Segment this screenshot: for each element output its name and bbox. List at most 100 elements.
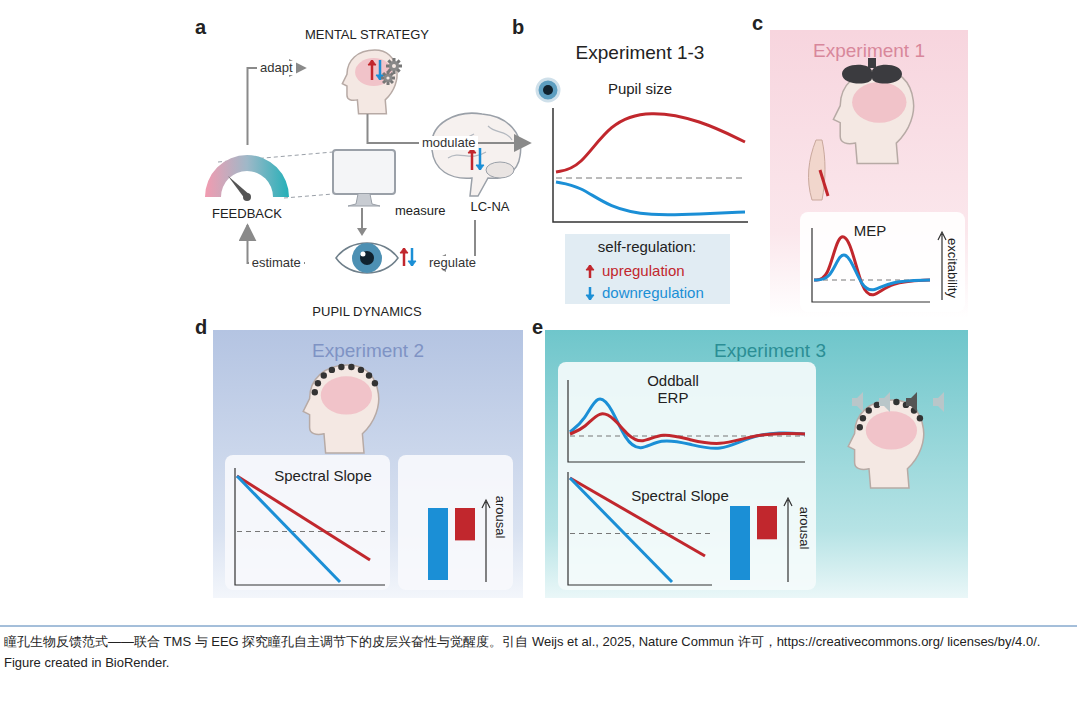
mep-curve: [814, 237, 930, 295]
head-icon: [303, 365, 379, 453]
node-text: FEEDBACK: [212, 207, 282, 222]
drawing-part: [389, 61, 399, 71]
eye-icon: [543, 85, 553, 95]
drawing-part: [392, 64, 396, 68]
node-box: Experiment 1 MEPexcitability: [770, 30, 968, 318]
node-box: Spectral Slope arousal: [225, 455, 513, 590]
drawing-part: [848, 400, 924, 488]
edge-label: modulate: [419, 136, 478, 151]
inset-box: [225, 455, 390, 590]
legend-text: downregulation: [602, 284, 704, 301]
gear-symbol: [381, 71, 395, 85]
drawing-part: [432, 113, 521, 196]
edge-label: estimate: [249, 256, 304, 271]
plot-axis: [482, 500, 490, 582]
eeg-electrode: [329, 367, 335, 373]
speaker-icon: [933, 392, 944, 412]
arrow-symbol: [408, 261, 416, 266]
label-text: measure: [395, 204, 446, 219]
node-box: Oddball ERPSpectral Slopearousal: [558, 362, 816, 590]
mep-curve: [814, 255, 930, 290]
panel-letter: c: [752, 12, 763, 35]
eeg-electrode: [372, 380, 378, 386]
gauge-icon: [205, 155, 289, 197]
pupil-curve: [556, 114, 745, 172]
bar: [455, 508, 475, 540]
bar: [428, 508, 448, 580]
eye-icon: [361, 252, 366, 257]
drawing-part: [355, 58, 392, 86]
hand-icon: [809, 140, 825, 200]
eeg-electrode: [917, 415, 923, 421]
bar: [730, 506, 750, 580]
eye-icon: [360, 251, 374, 265]
plot-axis: [235, 468, 385, 585]
node-box: Experiment 3Oddball ERPSpectral Slopearo…: [545, 330, 968, 598]
panel-ground: [545, 330, 968, 598]
head-icon: [342, 50, 397, 114]
eeg-electrode: [866, 407, 872, 413]
legend-text: upregulation: [602, 262, 685, 279]
arrow-symbol: [586, 265, 594, 270]
inset-box: [558, 362, 816, 590]
label-text: Experiment 1-3: [576, 42, 705, 64]
caption-rule: [0, 626, 1077, 627]
drawing-part: [386, 76, 389, 79]
panel-ground: [770, 30, 968, 318]
panel-letter: b: [512, 16, 524, 39]
node-box: FEEDBACK: [195, 145, 300, 225]
head-icon: [833, 70, 913, 164]
bar: [757, 506, 777, 539]
eye-icon: [352, 243, 382, 273]
brain-icon: [432, 113, 521, 196]
erp-curve: [570, 399, 805, 448]
measure-arrow: [357, 228, 367, 236]
erp-curve: [570, 414, 805, 444]
drawing-part: [833, 70, 913, 164]
caption: 瞳孔生物反馈范式——联合 TMS 与 EEG 探究瞳孔自主调节下的皮层兴奋性与觉…: [4, 632, 1069, 674]
node-text: PUPIL DYNAMICS: [312, 305, 421, 320]
panel-letter: e: [532, 316, 543, 339]
panel-letter: a: [195, 16, 206, 39]
node-text: Experiment 1: [813, 40, 925, 62]
edge-label: regulate: [426, 256, 479, 271]
muscle: [820, 170, 828, 196]
eeg-electrode: [312, 389, 318, 395]
panel-ground: [213, 330, 523, 598]
node-text: LC-NA: [470, 200, 509, 215]
node-box: MEPexcitability: [800, 212, 965, 312]
speaker-icon: [879, 392, 890, 412]
plot-axis: [784, 498, 792, 582]
eeg-electrode: [321, 372, 327, 378]
drawing-part: [384, 74, 392, 82]
label-text: self-regulation:: [598, 238, 696, 255]
panel-letter: d: [195, 316, 207, 339]
eeg-electrode: [893, 399, 899, 405]
speaker-icon: [906, 392, 917, 412]
node-text: MENTAL STRATEGY: [305, 28, 429, 43]
measure-arrow: [361, 208, 363, 230]
plot-axis: [938, 232, 946, 300]
arrow-symbol: [368, 60, 376, 65]
node-text: Spectral Slope: [631, 487, 729, 504]
axis-label: arousal: [493, 496, 508, 539]
drawing-part: [852, 82, 906, 123]
eeg-electrode: [338, 364, 344, 370]
arrow-symbol: [400, 248, 408, 253]
head-icon: [848, 400, 924, 488]
edge-label: adapt: [257, 61, 296, 76]
drawing-part: [321, 376, 372, 414]
slope-line: [237, 476, 370, 560]
legend-ground: [565, 234, 730, 304]
gauge-needle: [243, 193, 251, 201]
eye-icon: [336, 243, 398, 273]
baseline: [556, 178, 745, 179]
eeg-electrode: [860, 415, 866, 421]
node-text: Spectral Slope: [274, 467, 372, 484]
arrow-symbol: [476, 165, 484, 170]
axis-label: excitability: [945, 238, 960, 298]
speaker-icon: [852, 392, 863, 412]
